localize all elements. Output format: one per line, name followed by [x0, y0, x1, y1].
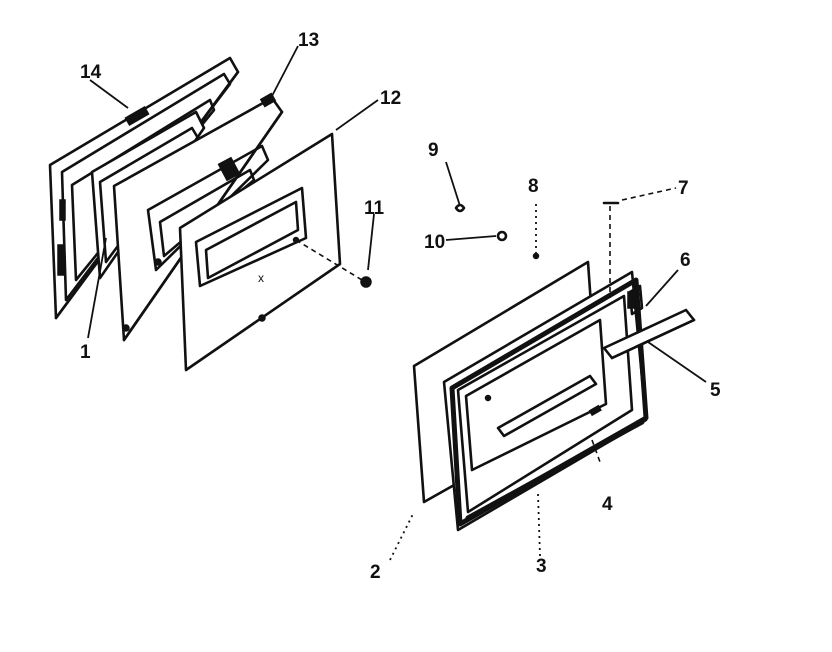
part-9-clip [454, 203, 466, 213]
callout-1: 1 [80, 342, 91, 363]
callout-11: 11 [364, 198, 385, 219]
part-11-screw [295, 239, 372, 288]
callout-13: 13 [298, 30, 319, 51]
handle-recess [484, 374, 602, 438]
part-12-outer-panel: x [178, 132, 342, 372]
callout-4: 4 [602, 494, 613, 515]
callout-12: 12 [380, 88, 401, 109]
leader-3-dots [537, 493, 541, 557]
callout-14: 14 [80, 62, 102, 83]
callout-6: 6 [680, 250, 691, 271]
callout-8: 8 [528, 176, 539, 197]
leader-2-dots [389, 511, 415, 561]
callout-9: 9 [428, 140, 439, 161]
callout-10: 10 [424, 232, 445, 253]
part-5-door-handle [602, 308, 696, 360]
svg-text:x: x [258, 271, 264, 285]
part-7-screw [602, 187, 677, 298]
callout-5: 5 [710, 380, 721, 401]
callout-2: 2 [370, 562, 381, 583]
callout-3: 3 [536, 556, 547, 577]
part-8-screw [532, 204, 540, 260]
part-6-trim [627, 284, 644, 316]
part-10-fastener [496, 230, 508, 242]
callout-7: 7 [678, 178, 689, 199]
leader-lines [87, 45, 707, 463]
